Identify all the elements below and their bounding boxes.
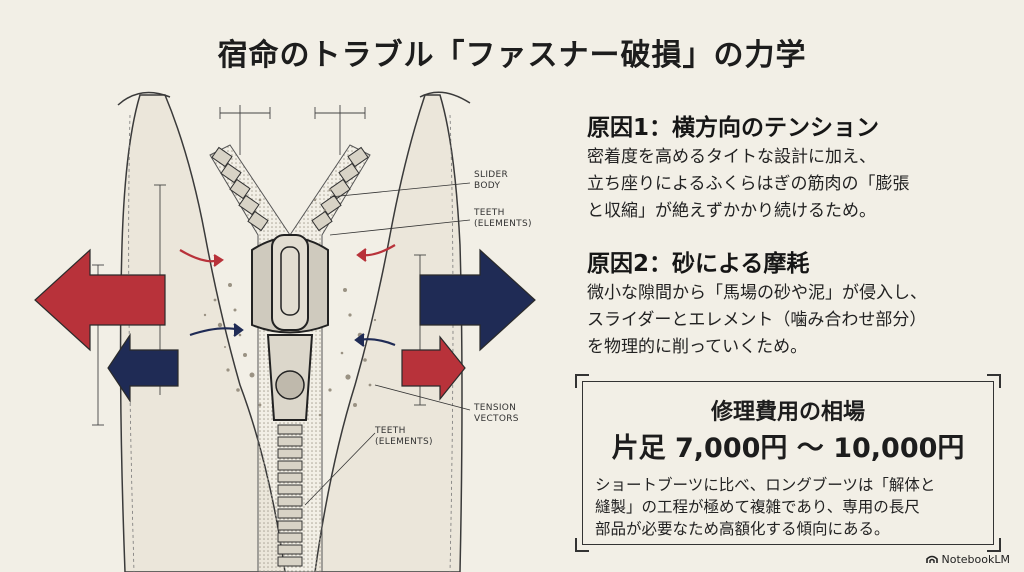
curved-arrows-red — [179, 244, 396, 267]
red-tension-arrow-left — [34, 248, 166, 352]
teeth-upper-left — [211, 146, 269, 232]
label-teeth-bottom: TEETH(ELEMENTS) — [374, 426, 433, 447]
brand-name: NotebookLM — [941, 553, 1010, 566]
boot-right-panel — [314, 94, 463, 572]
red-tension-arrow-right — [401, 335, 466, 401]
box-corner — [987, 374, 1001, 388]
curved-arrows-navy — [189, 323, 396, 347]
cause2-text: 微小な隙間から「馬場の砂や泥」が侵入し、 スライダーとエレメント（噛み合わせ部分… — [587, 280, 927, 361]
cause2-heading: 原因2：砂による摩耗 — [587, 251, 810, 277]
repair-note-line: 部品が必要なため高額化する傾向にある。 — [595, 520, 890, 538]
repair-note: ショートブーツに比べ、ロングブーツは「解体と 縫製」の工程が極めて複雑であり、専… — [595, 474, 935, 540]
teeth-lower — [277, 424, 303, 567]
boot-left-fold — [117, 91, 171, 106]
cause2-line: スライダーとエレメント（噛み合わせ部分） — [587, 310, 927, 330]
navy-tension-arrow-left — [107, 333, 179, 403]
box-corner — [987, 538, 1001, 552]
label-teeth-top: TEETH(ELEMENTS) — [473, 208, 532, 229]
cause2-line: を物理的に削っていくため。 — [587, 337, 808, 357]
repair-note-line: ショートブーツに比べ、ロングブーツは「解体と — [595, 476, 936, 494]
repair-price: 片足 7,000円 ～ 10,000円 — [611, 433, 965, 464]
notebooklm-logo-icon — [925, 555, 938, 563]
cause2-line: 微小な隙間から「馬場の砂や泥」が侵入し、 — [587, 283, 927, 303]
leader-lines — [304, 182, 471, 506]
repair-cost-box: 修理費用の相場 片足 7,000円 ～ 10,000円 ショートブーツに比べ、ロ… — [575, 374, 1001, 552]
repair-note-line: 縫製」の工程が極めて複雑であり、専用の長尺 — [595, 498, 920, 516]
repair-title: 修理費用の相場 — [710, 400, 865, 425]
cause1-line: 立ち座りによるふくらはぎの筋肉の「膨張 — [587, 174, 910, 194]
cause1-line: 密着度を高めるタイトな設計に加え、 — [587, 147, 876, 167]
cause1-heading: 原因1：横方向のテンション — [587, 115, 880, 141]
sand-particles — [203, 188, 377, 417]
cause1-text: 密着度を高めるタイトな設計に加え、 立ち座りによるふくらはぎの筋肉の「膨張 と収… — [587, 144, 910, 225]
box-corner — [575, 538, 589, 552]
navy-tension-arrow-right — [419, 248, 536, 352]
page-title: 宿命のトラブル「ファスナー破損」の力学 — [217, 38, 807, 73]
teeth-upper-right — [311, 146, 369, 232]
box-corner — [575, 374, 589, 388]
brand-watermark: NotebookLM — [925, 553, 1010, 566]
slider-body — [251, 234, 329, 421]
cause1-line: と収縮」が絶えずかかり続けるため。 — [587, 201, 876, 221]
